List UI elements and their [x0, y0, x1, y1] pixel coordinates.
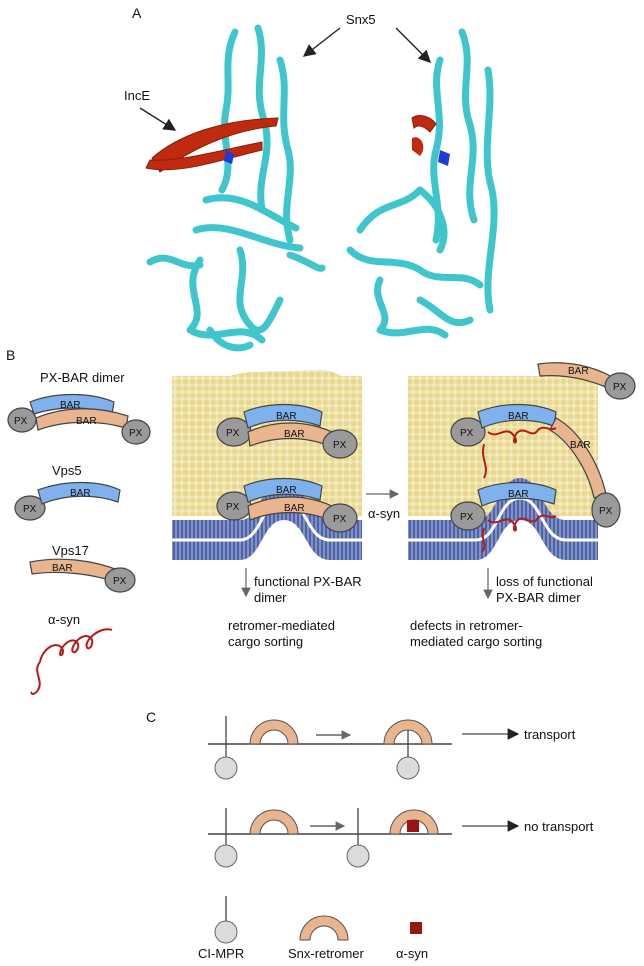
row1-cimpr-b — [396, 756, 420, 780]
legend-pxbar-title: PX-BAR dimer — [40, 370, 125, 385]
panel-c-label: C — [146, 709, 156, 725]
left-lower-bar1: BAR — [276, 485, 297, 496]
right-outcome-line3: defects in retromer- — [410, 618, 523, 633]
row2-retromer-a — [249, 809, 299, 835]
legend-asyn-icon — [410, 922, 422, 934]
legend-asyn-label: α-syn — [396, 946, 428, 961]
left-upper-dimer — [216, 403, 358, 459]
legend-asyn-helix — [30, 628, 113, 695]
ince-label: IncE — [124, 88, 150, 103]
legend-vps17-title: Vps17 — [52, 543, 89, 558]
legend-vps17-px: PX — [113, 576, 127, 587]
left-lower-px2: PX — [333, 514, 347, 525]
left-outcome-line3: retromer-mediated — [228, 618, 335, 633]
row1-cimpr-a — [214, 756, 238, 780]
left-outcome-line1: functional PX-BAR — [254, 574, 362, 589]
residue-blue-left — [224, 150, 234, 164]
legend-pxbar-dimer — [7, 393, 151, 445]
left-lower-dimer — [216, 477, 358, 533]
row2-retromer-b — [389, 809, 439, 835]
legend-pxbar-px1: PX — [14, 416, 28, 427]
panel-b-label: B — [6, 347, 15, 363]
legend-pxbar-bar2: BAR — [76, 416, 97, 427]
legend-pxbar-px2: PX — [129, 428, 143, 439]
residue-blue-right — [438, 150, 450, 166]
legend-vps17-bar: BAR — [52, 563, 73, 574]
legend-vps5 — [14, 481, 121, 521]
right-lower-px: PX — [460, 512, 474, 523]
row1-retromer-b — [383, 719, 433, 745]
left-upper-bar2: BAR — [284, 429, 305, 440]
ince-strand-left-lower — [145, 141, 263, 171]
free-vps17-px: PX — [613, 382, 627, 393]
membrane-right — [408, 376, 598, 560]
right-displaced-vps17 — [549, 417, 621, 528]
free-vps17-bar: BAR — [568, 366, 589, 377]
row2-cimpr-a — [214, 844, 238, 868]
legend-cimpr-icon — [214, 920, 238, 944]
ince-strand-right-2 — [412, 137, 424, 156]
ince-arrow — [139, 107, 177, 131]
left-outcome-line4: cargo sorting — [228, 634, 303, 649]
row1-retromer-a — [249, 719, 299, 745]
right-lower-bar: BAR — [508, 489, 529, 500]
right-outcome-line1: loss of functional — [496, 574, 593, 589]
legend-vps5-px: PX — [23, 504, 37, 515]
snx5-ribbon-right — [346, 28, 498, 339]
right-outcome-line2: PX-BAR dimer — [496, 590, 581, 605]
legend-vps5-title: Vps5 — [52, 463, 82, 478]
snx5-arrow-left — [302, 27, 341, 57]
legend-snx-icon — [299, 915, 349, 941]
right-displaced-bar: BAR — [570, 440, 591, 451]
row2-result: no transport — [524, 819, 594, 834]
right-upper-px: PX — [460, 428, 474, 439]
row2-asyn-square — [407, 820, 419, 832]
panel-a-label: A — [132, 5, 142, 21]
row1-result: transport — [524, 727, 576, 742]
legend-vps17 — [29, 558, 136, 593]
left-upper-bar1: BAR — [276, 411, 297, 422]
legend-asyn-title: α-syn — [48, 612, 80, 627]
legend-snx-label: Snx-retromer — [288, 946, 365, 961]
left-lower-px1: PX — [226, 502, 240, 513]
right-asyn-helices — [481, 426, 557, 553]
snx5-arrow-right — [395, 27, 431, 63]
ince-strand-right — [411, 115, 437, 133]
left-outcome-line2: dimer — [254, 590, 287, 605]
transition-label: α-syn — [368, 506, 400, 521]
right-displaced-px: PX — [599, 506, 613, 517]
snx5-ribbon-left — [146, 24, 326, 352]
legend-pxbar-bar1: BAR — [60, 400, 81, 411]
legend-cimpr-label: CI-MPR — [198, 946, 244, 961]
right-outcome-line4: mediated cargo sorting — [410, 634, 542, 649]
free-vps17 — [537, 362, 636, 400]
left-upper-px1: PX — [226, 428, 240, 439]
left-upper-px2: PX — [333, 440, 347, 451]
row2-cimpr-b — [346, 844, 370, 868]
right-upper-bar: BAR — [508, 411, 529, 422]
legend-vps5-bar: BAR — [70, 488, 91, 499]
left-lower-bar2: BAR — [284, 503, 305, 514]
right-lower-vps5 — [450, 481, 557, 531]
snx5-label: Snx5 — [346, 12, 376, 27]
